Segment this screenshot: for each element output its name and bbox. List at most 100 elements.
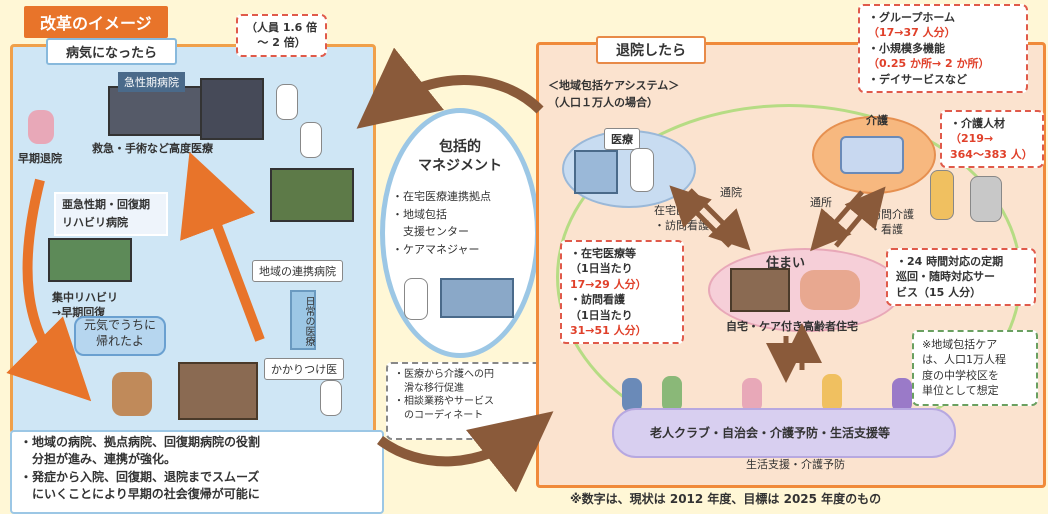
top-connector-arrow	[356, 47, 544, 129]
patient-figure	[28, 110, 54, 144]
h24-service-callout: ・24 時間対応の定期 巡回・随時対応サー ビス（15 人分）	[886, 248, 1036, 307]
note-line4: 単位として想定	[922, 384, 999, 398]
early-discharge-label: 早期退院	[18, 152, 62, 165]
nurse-figure	[300, 122, 322, 158]
care-recipient-figure	[970, 176, 1002, 222]
staff-line1: ・介護人材	[950, 117, 1005, 130]
staff-line3: 364～383 人）	[950, 147, 1033, 161]
home-medical-callout: ・在宅医療等 （1日当たり 17→29 人分） ・訪問看護 （1日当たり 31→…	[560, 240, 684, 345]
housing-house	[730, 268, 790, 312]
management-item: ・地域包括	[392, 207, 447, 221]
care-home-arrow	[810, 190, 864, 252]
community-oval	[612, 408, 956, 458]
homemed-line1: ・在宅医療等	[570, 247, 636, 260]
home-medical-arrow	[669, 185, 732, 248]
doctor-figure	[276, 84, 298, 120]
care-bath-scene	[840, 136, 904, 174]
panel-left-header: 病気になったら	[46, 38, 178, 65]
local-hospital-building	[270, 168, 354, 222]
outcome-summary-text: ・地域の病院、拠点病院、回復期病院の役割 分担が進み、連携が強化。 ・発症から入…	[20, 434, 260, 504]
care-label: 介護	[866, 114, 888, 127]
person-figure	[662, 376, 682, 412]
homemed-line2: （1日当たり	[570, 262, 633, 276]
care-manager-figure	[404, 278, 428, 320]
rehab-hospital-building	[48, 238, 132, 282]
management-title: 包括的 マネジメント	[380, 138, 540, 176]
clinic-building	[574, 150, 618, 194]
local-hospital-label: 地域の連携病院	[252, 260, 343, 282]
homemed-line4: ・訪問看護	[570, 293, 625, 307]
elderly-person-figure	[112, 372, 152, 416]
acute-hospital-label: 急性期病院	[118, 72, 185, 92]
person-figure	[822, 374, 842, 412]
facility-line3: ・小規模多機能	[868, 41, 945, 55]
system-title: ＜地域包括ケアシステム＞ （人口１万人の場合）	[548, 78, 679, 111]
footnote: ※数字は、現状は 2012 年度、目標は 2025 年度のもの	[570, 492, 882, 506]
community-sub-label: 生活支援・介護予防	[746, 458, 845, 471]
facility-line4: （0.25 か所→ 2 か所）	[868, 57, 990, 71]
person-figure	[622, 378, 642, 412]
summary-line: ・発症から入院、回復期、退院までスムーズ	[20, 469, 260, 484]
area-note-callout: ※地域包括ケア は、人口1万人程 度の中学校区を 単位として想定	[912, 330, 1038, 406]
medical-doctor-figure	[630, 148, 654, 192]
management-title-line1: 包括的	[439, 139, 481, 155]
left-up-arrow	[180, 151, 265, 342]
homemed-line6: 31→51 人分）	[570, 323, 647, 337]
speech-line2: 帰れたよ	[95, 333, 144, 348]
homemed-line5: （1日当たり	[570, 308, 633, 322]
panel-right-header: 退院したら	[596, 36, 706, 64]
family-doctor-label: かかりつけ医	[264, 358, 345, 380]
note-line3: 度の中学校区を	[922, 368, 999, 382]
home-care-arrow	[834, 186, 886, 248]
note-line1: ※地域包括ケア	[922, 338, 998, 351]
management-item: 支援センター	[392, 225, 469, 239]
subacute-label-line1: 亜急性期・回復期	[62, 198, 150, 211]
acute-hospital-caption: 救急・手術など高度医療	[92, 142, 213, 155]
family-doctor-figure	[320, 380, 342, 416]
facility-callout: ・グループホーム （17→37 人分） ・小規模多機能 （0.25 か所→ 2 …	[858, 4, 1028, 93]
rehab-caption-line1: 集中リハビリ	[52, 291, 118, 304]
management-item: ・ケアマネジャー	[392, 242, 480, 256]
role-item: 滑な移行促進	[394, 382, 464, 394]
h24-line3: ビス（15 人分）	[896, 285, 982, 299]
management-items: ・在宅医療連携拠点 ・地域包括 支援センター ・ケアマネジャー	[392, 188, 491, 258]
summary-line: 分担が進み、連携が強化。	[20, 452, 177, 467]
homemed-line3: 17→29 人分）	[570, 277, 647, 291]
facility-line5: ・デイサービスなど	[868, 72, 967, 86]
day-care-label: 通所	[810, 196, 832, 209]
facility-line2: （17→37 人分）	[868, 26, 956, 40]
staff-line2: （219→	[950, 132, 994, 146]
summary-line: にいくことにより早期の社会復帰が可能に	[20, 487, 260, 502]
housing-label: 住まい	[766, 256, 806, 271]
home-house	[178, 362, 258, 420]
management-title-line2: マネジメント	[418, 157, 502, 174]
system-title-line1: ＜地域包括ケアシステム＞	[548, 79, 680, 92]
subacute-label-line2: リハビリ病院	[62, 216, 128, 229]
daily-care-label: 日常の医療	[290, 290, 316, 350]
medical-label: 医療	[604, 128, 640, 150]
staff-ratio-line1: （人員 1.6 倍	[246, 21, 318, 34]
h24-line2: 巡回・随時対応サー	[896, 270, 995, 284]
acute-hospital-tower	[200, 78, 264, 140]
note-line2: は、人口1万人程	[922, 353, 1006, 367]
reform-image-tag: 改革のイメージ	[24, 6, 168, 38]
person-figure	[742, 378, 762, 412]
speech-line1: 元気でうちに	[83, 318, 156, 332]
care-worker-figure	[930, 170, 954, 220]
staff-ratio-line2: ～ 2 倍）	[257, 36, 306, 50]
elderly-couple-figure	[800, 270, 860, 310]
care-center-building	[440, 278, 514, 318]
person-figure	[892, 378, 912, 412]
bottom-connector-arrow	[377, 411, 554, 493]
system-title-line2: （人口１万人の場合）	[548, 95, 658, 109]
summary-line: ・地域の病院、拠点病院、回復期病院の役割	[20, 435, 261, 449]
left-down-arrow	[6, 178, 92, 402]
role-item: のコーディネート	[394, 409, 484, 421]
facility-line1: ・グループホーム	[868, 11, 956, 24]
role-item: ・相談業務やサービス	[394, 396, 494, 407]
care-staff-callout: ・介護人材 （219→ 364～383 人）	[940, 110, 1044, 169]
subacute-label-box: 亜急性期・回復期 リハビリ病院	[54, 192, 168, 236]
h24-line1: ・24 時間対応の定期	[896, 255, 1004, 268]
staff-ratio-callout: （人員 1.6 倍 ～ 2 倍）	[236, 14, 328, 57]
